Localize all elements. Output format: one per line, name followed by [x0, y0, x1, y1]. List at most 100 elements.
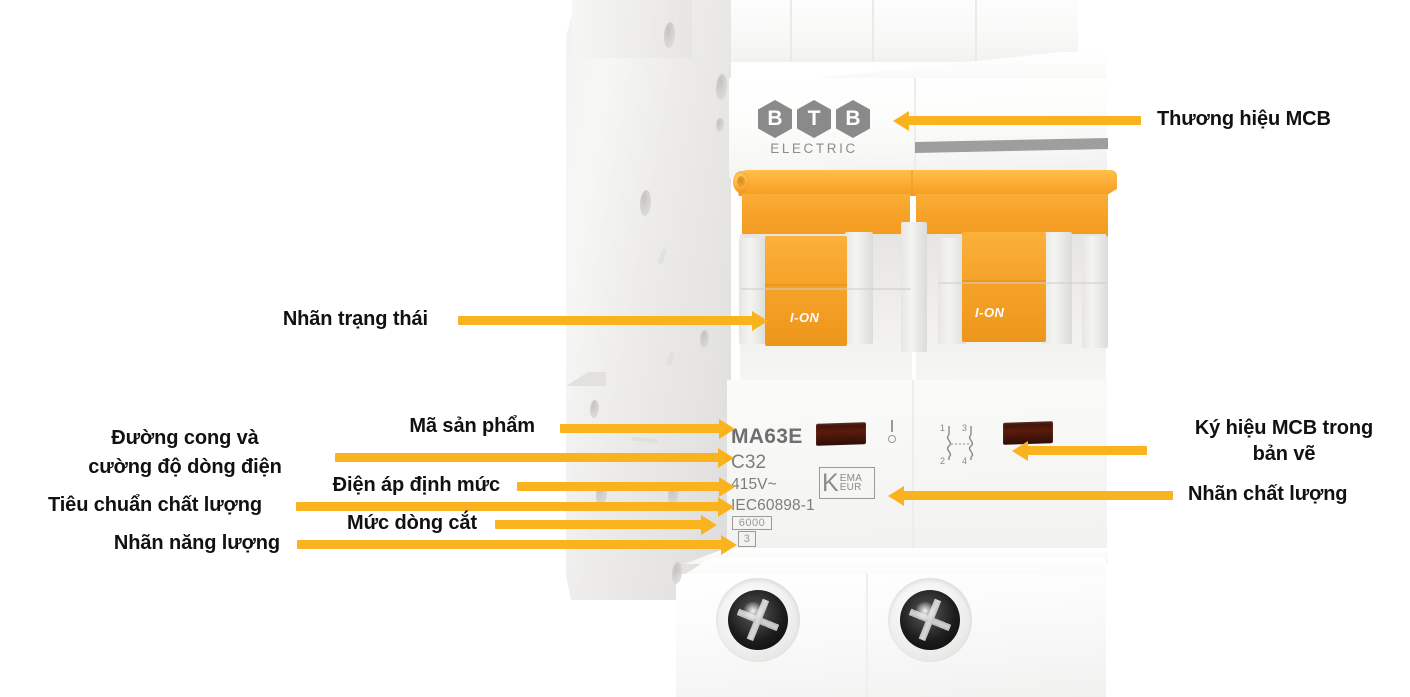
- kema-line-1: EMA: [839, 473, 863, 484]
- svg-text:1: 1: [940, 423, 945, 433]
- arrow-shaft: [560, 424, 721, 433]
- btb-logo: B T B ELECTRIC: [758, 100, 870, 156]
- svg-text:2: 2: [940, 456, 945, 466]
- logo-hex-t-icon: T: [797, 100, 831, 138]
- annotation-curve-current: Đường cong và cường độ dòng điện: [60, 424, 310, 482]
- rear-seam-2: [872, 0, 874, 62]
- arrow-head-icon: [893, 110, 909, 131]
- nameplate-standard: IEC60898-1: [731, 497, 815, 514]
- annotation-product-code: Mã sản phẩm: [409, 415, 535, 437]
- mcb-symbol-svg: 1 3 2 4: [940, 423, 974, 466]
- status-window-left: [816, 422, 866, 446]
- guide-pillar-4: [938, 238, 966, 344]
- arrow-mcb-symbol: [1012, 440, 1147, 461]
- pole-seam-upper: [914, 78, 916, 178]
- guide-pillar-6: [1082, 236, 1108, 348]
- annotation-quality-standard: Tiêu chuẩn chất lượng: [47, 494, 262, 516]
- annotation-status-label: Nhãn trạng thái: [282, 308, 428, 330]
- arrow-shaft: [495, 520, 703, 529]
- guide-pillar-3: [901, 222, 927, 352]
- arrow-shaft: [296, 502, 720, 511]
- arrow-head-icon: [718, 447, 734, 468]
- toggle-label-left: I-ON: [790, 310, 820, 325]
- terminal-screw-right[interactable]: [900, 590, 960, 650]
- arrow-product-code: [560, 418, 735, 439]
- arrow-energy-label: [297, 534, 737, 555]
- well-line-right: [938, 282, 1106, 284]
- toggle-lever-cap-hole-icon: [737, 176, 745, 187]
- svg-text:3: 3: [962, 423, 967, 433]
- logo-hex-b2-icon: B: [836, 100, 870, 138]
- annotation-quality-mark: Nhãn chất lượng: [1188, 483, 1348, 505]
- mcb-front-face-lower: [727, 380, 1107, 558]
- arrow-head-icon: [719, 476, 735, 497]
- status-window-right: [1003, 421, 1053, 445]
- annotation-mcb-symbol: Ký hiệu MCB trong bản vẽ: [1160, 415, 1408, 467]
- rocker-right-line: [962, 280, 1046, 282]
- annotation-mcb-symbol-line1: Ký hiệu MCB trong: [1194, 417, 1374, 439]
- arrow-shaft: [1026, 446, 1147, 455]
- terminal-screw-left[interactable]: [728, 590, 788, 650]
- toggle-label-right: I-ON: [975, 305, 1005, 320]
- annotation-mcb-brand: Thương hiệu MCB: [1157, 108, 1331, 130]
- rocker-right[interactable]: [962, 232, 1046, 342]
- annotation-energy-label: Nhãn năng lượng: [113, 532, 280, 554]
- annotation-curve-current-line1: Đường cong và: [111, 427, 259, 449]
- nameplate-curve: C32: [731, 452, 767, 473]
- btb-hex-row: B T B: [758, 100, 870, 138]
- arrow-shaft: [902, 491, 1173, 500]
- screw-glint-right: [914, 602, 936, 620]
- nameplate-breaking-capacity: 6000: [732, 516, 772, 530]
- mcb-side-profile: [566, 0, 731, 600]
- arrow-rated-voltage: [517, 476, 735, 497]
- rocker-left[interactable]: [765, 236, 847, 346]
- arrow-quality-standard: [296, 496, 734, 517]
- kema-line-2: EUR: [839, 482, 862, 493]
- trip-indicator-left-icon: [888, 420, 896, 443]
- kema-keur-mark-icon: K EMA EUR: [819, 467, 875, 499]
- arrow-mcb-brand: [893, 110, 1141, 131]
- mcb-schematic-symbol-icon: 1 3 2 4: [938, 422, 994, 466]
- annotation-mcb-symbol-line2: bản vẽ: [1252, 443, 1316, 465]
- screw-glint-left: [742, 602, 764, 620]
- arrow-breaking-capacity: [495, 514, 717, 535]
- toggle-lever-bar[interactable]: [735, 170, 1117, 196]
- svg-text:4: 4: [962, 456, 967, 466]
- arrow-shaft: [458, 316, 754, 325]
- rocker-left-line: [765, 284, 847, 286]
- annotation-curve-current-line2: cường độ dòng điện: [88, 456, 282, 478]
- arrow-quality-mark: [888, 485, 1173, 506]
- nameplate-energy-class: 3: [738, 531, 756, 547]
- pole-seam-lower: [912, 380, 914, 558]
- arrow-head-icon: [1012, 440, 1028, 461]
- arrow-shaft: [297, 540, 723, 549]
- arrow-head-icon: [718, 496, 734, 517]
- logo-hex-b1-icon: B: [758, 100, 792, 138]
- arrow-shaft: [517, 482, 721, 491]
- annotation-breaking-capacity: Mức dòng cắt: [347, 512, 477, 534]
- arrow-head-icon: [721, 534, 737, 555]
- lever-center-seam: [911, 170, 913, 196]
- kema-stack: EMA EUR: [839, 473, 863, 493]
- arrow-curve-current: [335, 447, 734, 468]
- nameplate-model-code: MA63E: [731, 425, 803, 448]
- rear-seam-3: [975, 0, 977, 62]
- arrow-shaft: [335, 453, 720, 462]
- arrow-status-label: [458, 310, 768, 331]
- mcb-front-face-upper: [729, 78, 1107, 178]
- mcb-rear-block: [688, 0, 1078, 62]
- annotation-rated-voltage: Điện áp định mức: [332, 474, 500, 496]
- guide-pillar-5: [1042, 232, 1072, 344]
- rear-seam-1: [790, 0, 792, 62]
- arrow-shaft: [907, 116, 1141, 125]
- well-line-left: [741, 288, 911, 290]
- nameplate-voltage: 415V~: [731, 476, 777, 493]
- logo-subtitle: ELECTRIC: [770, 141, 858, 156]
- arrow-head-icon: [752, 310, 768, 331]
- arrow-head-icon: [888, 485, 904, 506]
- arrow-head-icon: [701, 514, 717, 535]
- kema-k-letter: K: [822, 468, 839, 497]
- terminal-seam: [866, 574, 868, 697]
